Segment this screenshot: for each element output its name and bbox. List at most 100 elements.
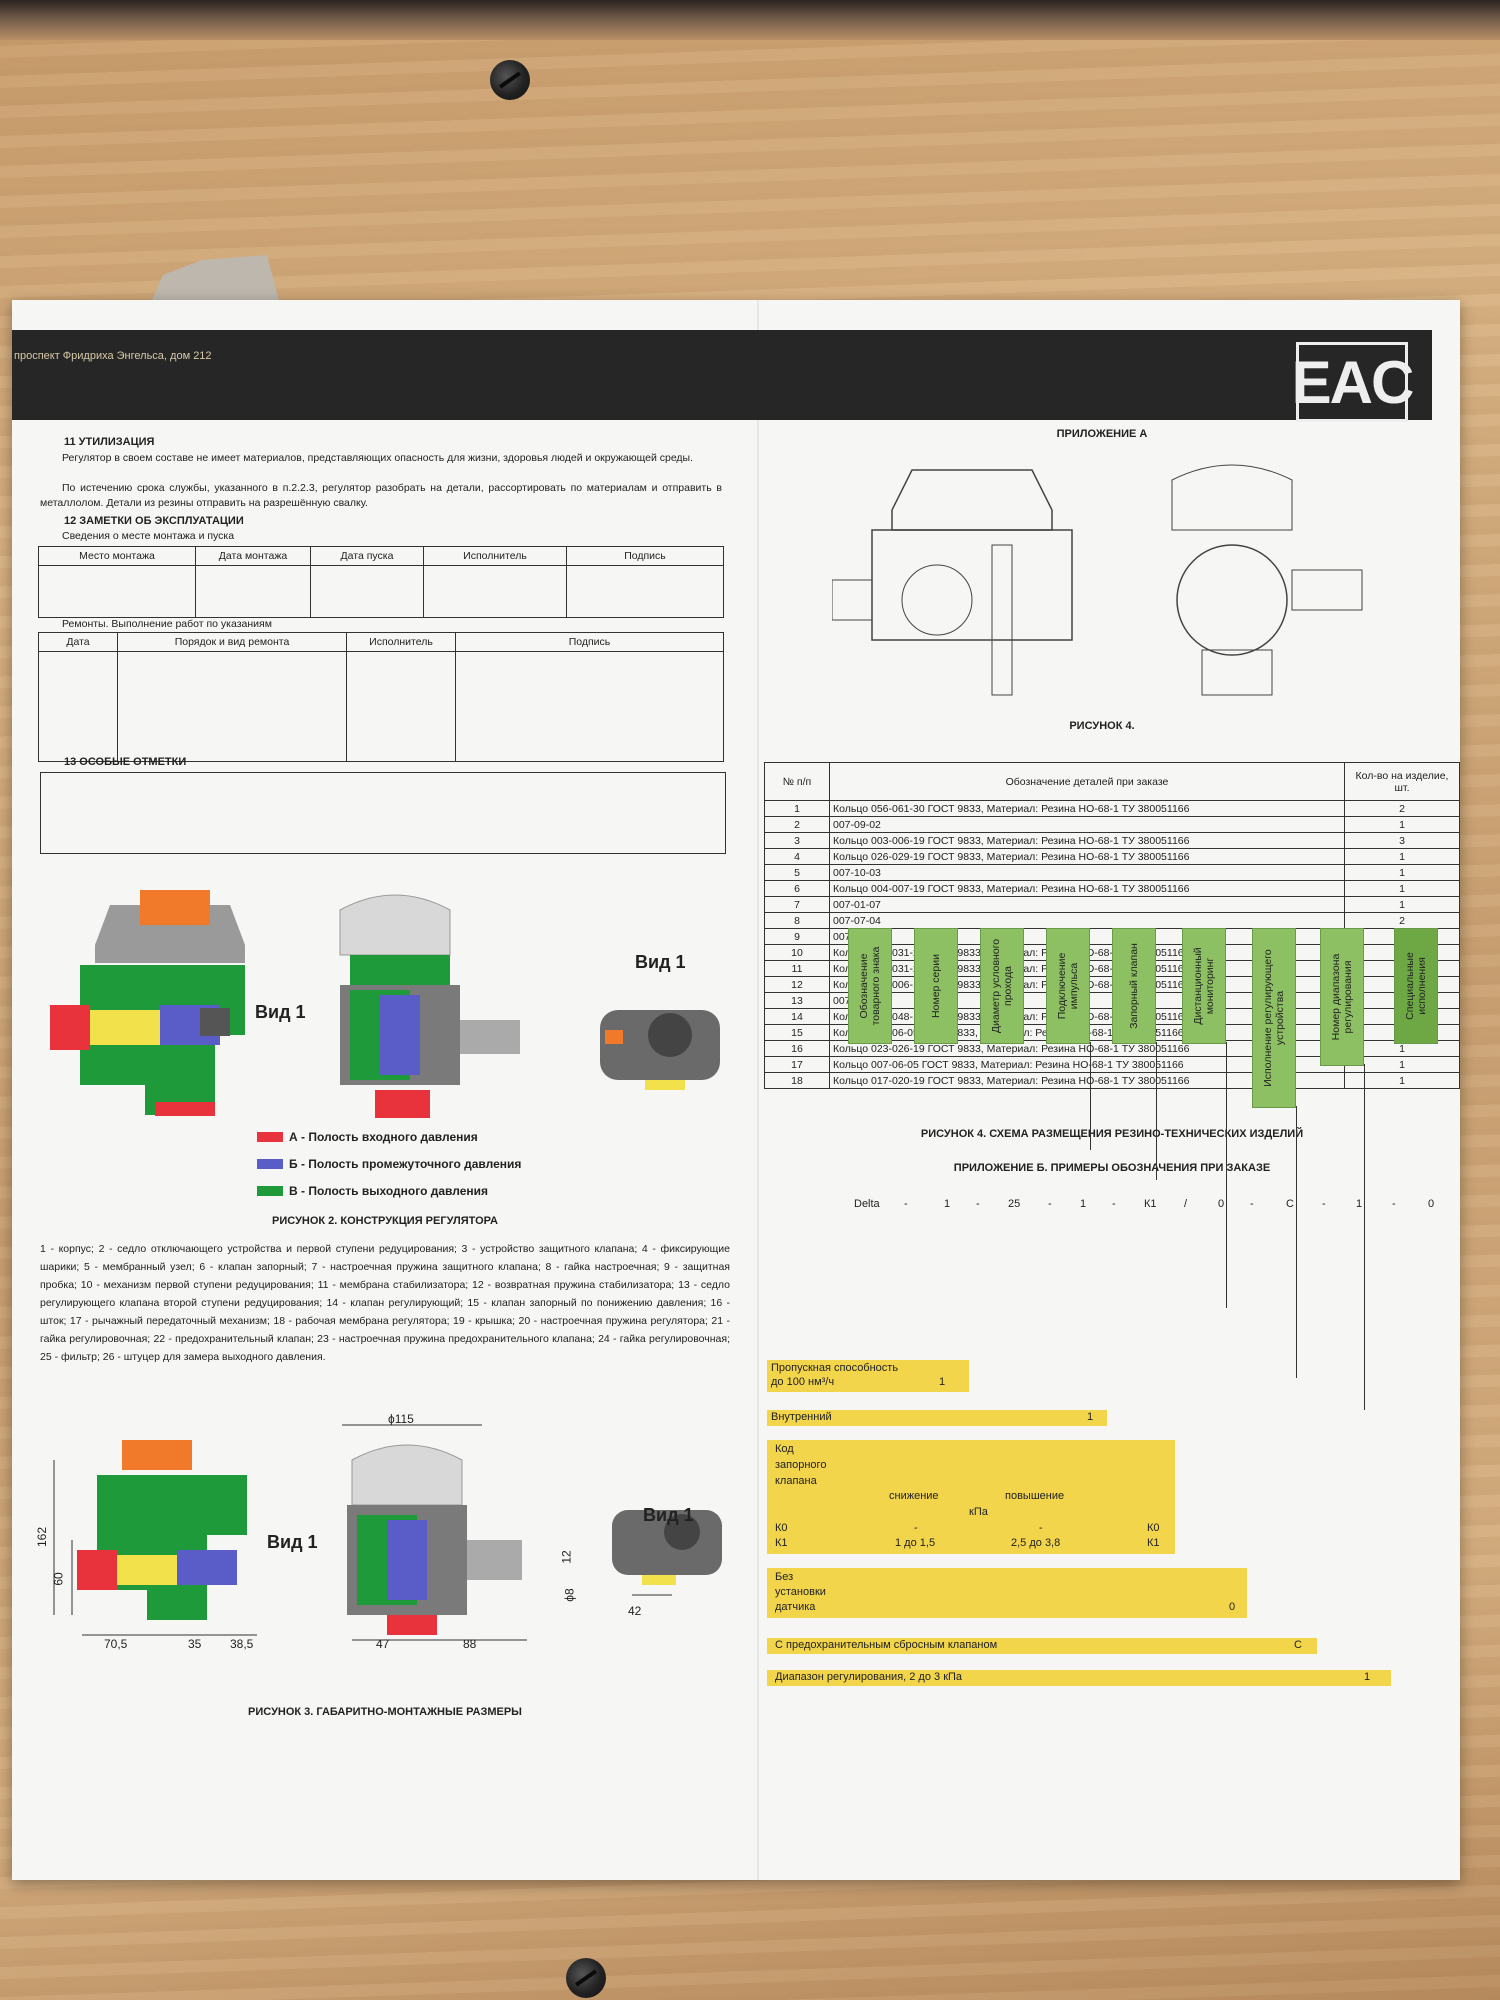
section-12-sub2: Ремонты. Выполнение работ по указаниям: [62, 618, 272, 630]
parts-num-cell: 18: [764, 1072, 830, 1089]
parts-qty-cell: 1: [1344, 848, 1460, 865]
parts-num-cell: 14: [764, 1008, 830, 1025]
section-11-p2: По истечению срока службы, указанного в …: [40, 482, 722, 509]
parts-num-cell: 4: [764, 848, 830, 865]
fig2-vid-port: [648, 1013, 692, 1057]
fig3-vid-left: Вид 1: [267, 1532, 318, 1552]
fig3-caption: РИСУНОК 3. ГАБАРИТНО-МОНТАЖНЫЕ РАЗМЕРЫ: [248, 1706, 522, 1718]
appendix-a-fig-caption: РИСУНОК 4.: [1069, 720, 1135, 732]
order-box-5: Запорный клапан: [1112, 928, 1156, 1044]
fig3-vid-port: [664, 1514, 700, 1550]
install-col-place: Место монтажа: [38, 546, 196, 566]
code-segment: К1: [1144, 1198, 1157, 1210]
bar-internal-value: 1: [1087, 1411, 1094, 1423]
dim-70-5: 70,5: [104, 1637, 128, 1651]
dimensions-diagram-fig3: [53, 1424, 722, 1641]
appA-right-outlet: [1291, 569, 1363, 611]
fig2-left-outlet: [200, 1008, 230, 1036]
no-sensor-l2: установки: [775, 1586, 826, 1598]
appA-right-cover: [1171, 464, 1293, 531]
fig3-mid-outlet: [467, 1540, 522, 1580]
legend-v-swatch: [257, 1186, 283, 1196]
parts-num-cell: 11: [764, 960, 830, 977]
dim-47: 47: [376, 1637, 390, 1651]
order-box-label: Подключение импульса: [1056, 952, 1080, 1020]
fold-line: [757, 300, 759, 1880]
fig3-left-body: [97, 1475, 247, 1620]
parts-num-cell: 2: [764, 816, 830, 833]
code-separator: -: [976, 1198, 980, 1210]
section-11-title: 11 УТИЛИЗАЦИЯ: [64, 436, 155, 448]
parts-designation-cell: Кольцо 017-020-19 ГОСТ 9833, Материал: Р…: [829, 1072, 1345, 1089]
parts-col-num: № п/п: [764, 762, 830, 801]
parts-num-cell: 16: [764, 1040, 830, 1057]
shutoff-k1-dec: 1 до 1,5: [895, 1537, 936, 1549]
fig2-mid-outlet: [460, 1020, 520, 1054]
order-box-label: Обозначение товарного знака: [858, 946, 882, 1026]
code-segment: С: [1286, 1198, 1294, 1210]
fig2-mid-bottom: [375, 1090, 430, 1118]
fig2-vid-yellow: [645, 1080, 685, 1090]
appA-left-cover: [891, 469, 1053, 531]
fig2-caption: РИСУНОК 2. КОНСТРУКЦИЯ РЕГУЛЯТОРА: [272, 1215, 498, 1227]
dim-8: ϕ8: [562, 1588, 577, 1602]
install-col-executor: Исполнитель: [423, 546, 567, 566]
appA-left-stem: [991, 544, 1013, 696]
order-box-label: Диаметр условного прохода: [990, 938, 1014, 1034]
section-12-sub1: Сведения о месте монтажа и пуска: [62, 530, 235, 542]
parts-num-cell: 1: [764, 800, 830, 817]
shutoff-decrease: снижение: [889, 1490, 939, 1502]
legend-a: А - Полость входного давления: [257, 1130, 478, 1144]
dim-162: 162: [35, 1526, 50, 1548]
repair-table: Дата Порядок и вид ремонта Исполнитель П…: [38, 632, 724, 762]
order-box-label: Исполнение регулирующего устройства: [1262, 949, 1286, 1087]
fig2-mid-cover: [339, 894, 451, 956]
appA-right-body: [1176, 544, 1288, 656]
order-box-label: Дистанционный мониторинг: [1192, 947, 1216, 1025]
relief-label: С предохранительным сбросным клапаном: [775, 1639, 998, 1651]
bar-no-sensor: Без установки датчика 0: [767, 1568, 1247, 1618]
parts-col-qty: Кол-во на изделие, шт.: [1344, 762, 1460, 801]
section-12-title: 12 ЗАМЕТКИ ОБ ЭКСПЛУАТАЦИИ: [64, 515, 244, 527]
section-11-p1: Регулятор в своем составе не имеет матер…: [62, 452, 694, 464]
connector-line: [1226, 1042, 1227, 1308]
parts-num-cell: 6: [764, 880, 830, 897]
legend-v-text: В - Полость выходного давления: [289, 1184, 489, 1198]
parts-designation-cell: 007-07-04: [829, 912, 1345, 929]
code-segment: 0: [1428, 1198, 1435, 1210]
fig3-mid-blue: [387, 1520, 427, 1600]
parts-designation-cell: Кольцо 056-061-30 ГОСТ 9833, Материал: Р…: [829, 800, 1345, 817]
shutoff-l3: клапана: [775, 1475, 817, 1487]
bar-shutoff-code: Код запорного клапана снижение повышение…: [767, 1440, 1175, 1554]
code-segment: Delta: [854, 1198, 880, 1210]
shutoff-l1: Код: [775, 1443, 794, 1455]
parts-num-cell: 5: [764, 864, 830, 881]
shutoff-k0-code: К0: [1147, 1522, 1160, 1534]
parts-col-designation: Обозначение деталей при заказе: [829, 762, 1345, 801]
fig3-vid-yellow: [642, 1575, 676, 1585]
range-value: 1: [1364, 1671, 1371, 1683]
relief-value: С: [1294, 1639, 1302, 1651]
dim-35: 35: [188, 1637, 202, 1651]
section-13-title: 13 ОСОБЫЕ ОТМЕТКИ: [64, 756, 187, 768]
dim-42: 42: [628, 1604, 642, 1618]
appA-left-valve: [901, 564, 973, 636]
order-box-1: Обозначение товарного знака: [848, 928, 892, 1044]
bar-regulation-range: Диапазон регулирования, 2 до 3 кПа 1: [767, 1670, 1391, 1686]
parts-qty-cell: 2: [1344, 800, 1460, 817]
parts-designation-cell: 007-10-03: [829, 864, 1345, 881]
code-separator: -: [1392, 1198, 1396, 1210]
order-box-4: Подключение импульса: [1046, 928, 1090, 1044]
fig3-vid-right: Вид 1: [643, 1505, 694, 1525]
order-box-3: Диаметр условного прохода: [980, 928, 1024, 1044]
fig2-vid-label-right: Вид 1: [635, 952, 686, 972]
code-separator: /: [1184, 1198, 1188, 1210]
fig3-left-blue: [177, 1550, 237, 1585]
repair-col-sign: Подпись: [455, 632, 724, 652]
fig3-mid-bottom: [387, 1615, 437, 1635]
